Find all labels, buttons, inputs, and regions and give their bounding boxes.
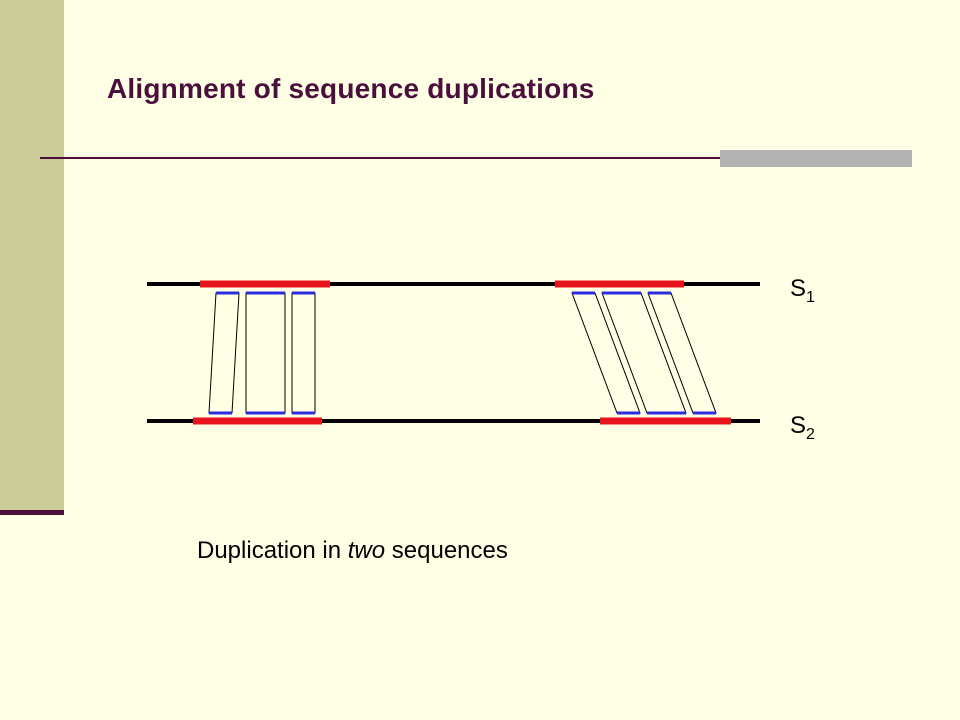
aligned-block bbox=[208, 292, 240, 414]
slide-caption: Duplication in two sequences bbox=[197, 537, 508, 565]
aligned-block bbox=[245, 292, 286, 414]
right-duplication-alignment bbox=[571, 291, 717, 415]
side-bar bbox=[0, 0, 64, 510]
aligned-block bbox=[291, 292, 316, 414]
title-rule-accent bbox=[720, 150, 912, 167]
aligned-block bbox=[601, 292, 687, 414]
sequence-label-s1: S1 bbox=[790, 275, 815, 306]
caption-text-start: Duplication in bbox=[197, 537, 348, 564]
caption-emphasis: two bbox=[347, 537, 386, 564]
title-rule bbox=[40, 157, 912, 159]
sequence-label-s2: S2 bbox=[790, 412, 815, 443]
left-duplication-alignment bbox=[208, 291, 316, 415]
side-bar-foot bbox=[0, 510, 64, 515]
aligned-block bbox=[571, 292, 641, 414]
caption-text-end: sequences bbox=[385, 537, 508, 564]
slide-title: Alignment of sequence duplications bbox=[107, 73, 595, 104]
aligned-block bbox=[647, 292, 717, 414]
